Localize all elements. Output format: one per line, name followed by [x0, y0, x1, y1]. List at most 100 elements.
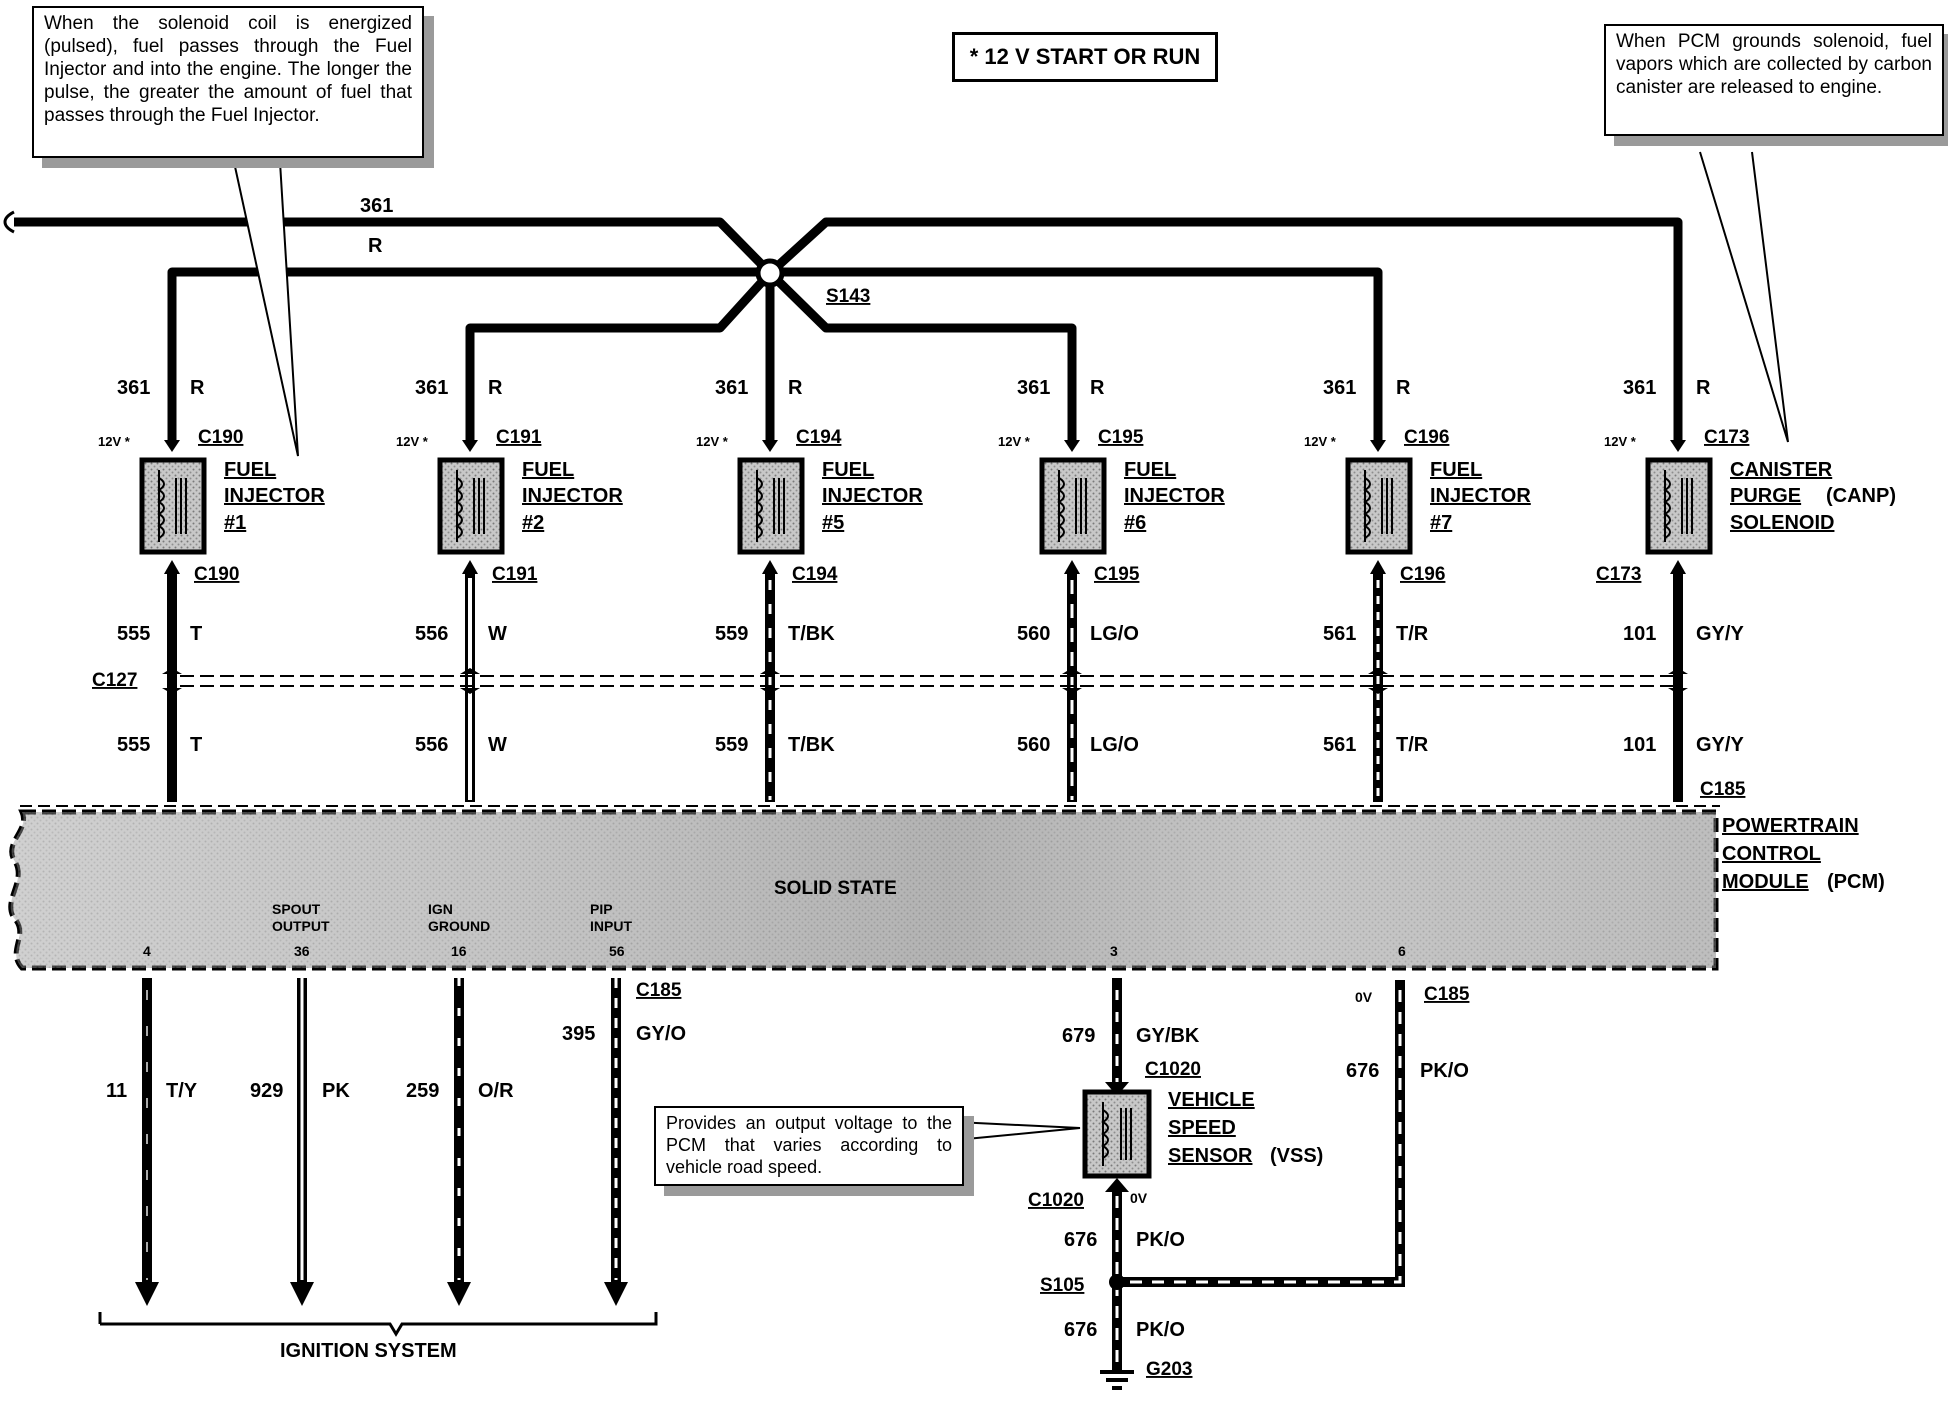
component-top-circuit: 361	[415, 377, 448, 399]
component-name-line2: PURGE	[1730, 485, 1801, 507]
component-name-line1: FUEL	[1430, 459, 1482, 481]
component-name-line3: #5	[822, 512, 844, 534]
vss-return-connector: C185	[1424, 984, 1470, 1005]
component-top-connector: C190	[198, 427, 243, 448]
pcm-center-label: SOLID STATE	[774, 878, 897, 899]
component-name-line1: FUEL	[1124, 459, 1176, 481]
ignition-system-label: IGNITION SYSTEM	[280, 1340, 457, 1362]
vss-lower-circuit: 676	[1064, 1229, 1097, 1251]
ign-wire-929-color: PK	[322, 1080, 350, 1102]
component-bottom-connector: C196	[1400, 564, 1445, 585]
pcm-pin-3: 3	[1110, 943, 1118, 959]
component-inj7	[1345, 428, 1413, 802]
splice-s143-label: S143	[826, 286, 870, 307]
pcm-label-spout1: SPOUT	[272, 901, 321, 917]
component-out-circuit: 560	[1017, 623, 1050, 645]
ground-circuit: 676	[1064, 1319, 1097, 1341]
component-bottom-connector: C194	[792, 564, 838, 585]
component-out-circuit: 555	[117, 623, 150, 645]
component-canp	[1645, 428, 1713, 802]
component-name-line1: CANISTER	[1730, 459, 1833, 481]
component-bottom-connector: C195	[1094, 564, 1140, 585]
component-name-line1: FUEL	[822, 459, 874, 481]
component-out-color-lower: W	[488, 734, 507, 756]
vss-note: Provides an output voltage to the PCM th…	[654, 1106, 964, 1186]
component-voltage-label: 12V *	[396, 434, 429, 449]
feed-color-label: R	[368, 235, 383, 257]
vss-name-line1: VEHICLE	[1168, 1089, 1255, 1111]
canister-note: When PCM grounds solenoid, fuel vapors w…	[1604, 24, 1944, 136]
component-name-line2: INJECTOR	[1430, 485, 1531, 507]
wire-break-symbol	[3, 210, 15, 234]
pcm-name-line2: CONTROL	[1722, 843, 1821, 865]
component-out-circuit-lower: 101	[1623, 734, 1656, 756]
component-top-circuit: 361	[117, 377, 150, 399]
component-name-line1: FUEL	[522, 459, 574, 481]
component-out-circuit-lower: 559	[715, 734, 748, 756]
component-top-color: R	[488, 377, 503, 399]
vss-name-line3: SENSOR	[1168, 1145, 1253, 1167]
component-bottom-connector: C191	[492, 564, 538, 585]
pcm-label-spout2: OUTPUT	[272, 918, 330, 934]
component-voltage-label: 12V *	[998, 434, 1031, 449]
component-top-circuit: 361	[1323, 377, 1356, 399]
pcm-name-line1: POWERTRAIN	[1722, 815, 1859, 837]
component-bottom-connector: C190	[194, 564, 239, 585]
pcm-name-line3: MODULE	[1722, 871, 1809, 893]
component-out-color: T	[190, 623, 202, 645]
component-out-color-lower: T/BK	[788, 734, 835, 756]
pcm-pin-56: 56	[609, 943, 625, 959]
ign-wire-11-circuit: 11	[106, 1080, 127, 1102]
splice-s143	[755, 258, 785, 288]
vss-connector-top: C1020	[1145, 1059, 1201, 1080]
vss-return-zero-volt-label: 0V	[1355, 989, 1373, 1005]
component-voltage-label: 12V *	[1304, 434, 1337, 449]
vss-lower-color: PK/O	[1136, 1229, 1185, 1251]
vss-name-line2: SPEED	[1168, 1117, 1236, 1139]
vss-zero-volt-label: 0V	[1130, 1190, 1148, 1206]
component-top-circuit: 361	[1623, 377, 1656, 399]
pcm-pin-4: 4	[143, 943, 151, 959]
vss-name-line3b: (VSS)	[1270, 1145, 1323, 1167]
component-bottom-connector: C173	[1596, 564, 1641, 585]
component-top-circuit: 361	[1017, 377, 1050, 399]
pcm-label-pip1: PIP	[590, 901, 613, 917]
component-out-color-lower: T	[190, 734, 202, 756]
component-out-color: T/BK	[788, 623, 835, 645]
component-name-line2: INJECTOR	[822, 485, 923, 507]
component-name-line2b: (CANP)	[1826, 485, 1896, 507]
connector-c127	[180, 675, 1676, 687]
component-top-connector: C196	[1404, 427, 1449, 448]
vss-return-circuit: 676	[1346, 1060, 1379, 1082]
component-top-connector: C194	[796, 427, 842, 448]
component-out-circuit: 101	[1623, 623, 1656, 645]
component-name-line3: SOLENOID	[1730, 512, 1834, 534]
pcm-pin-16: 16	[451, 943, 467, 959]
ign-wire-259-color: O/R	[478, 1080, 514, 1102]
component-out-circuit: 561	[1323, 623, 1356, 645]
pcm-name-line3b: (PCM)	[1827, 871, 1885, 893]
ign-wire-395-color: GY/O	[636, 1023, 686, 1045]
component-name-line3: #6	[1124, 512, 1146, 534]
component-top-color: R	[1396, 377, 1411, 399]
component-out-circuit-lower: 555	[117, 734, 150, 756]
component-top-color: R	[788, 377, 803, 399]
ground-g203-label: G203	[1146, 1359, 1192, 1380]
ign-wire-259-circuit: 259	[406, 1080, 439, 1102]
note-pointers	[233, 151, 1789, 1141]
component-name-line2: INJECTOR	[224, 485, 325, 507]
component-name-line3: #1	[224, 512, 246, 534]
component-name-line2: INJECTOR	[522, 485, 623, 507]
component-out-circuit-lower: 561	[1323, 734, 1356, 756]
component-out-circuit: 556	[415, 623, 448, 645]
vss-wiring	[1100, 978, 1405, 1390]
vss-return-color: PK/O	[1420, 1060, 1469, 1082]
component-top-circuit: 361	[715, 377, 748, 399]
pcm-pin-36: 36	[294, 943, 310, 959]
component-out-circuit-lower: 560	[1017, 734, 1050, 756]
component-out-color: W	[488, 623, 507, 645]
title-box: * 12 V START OR RUN	[952, 32, 1218, 82]
